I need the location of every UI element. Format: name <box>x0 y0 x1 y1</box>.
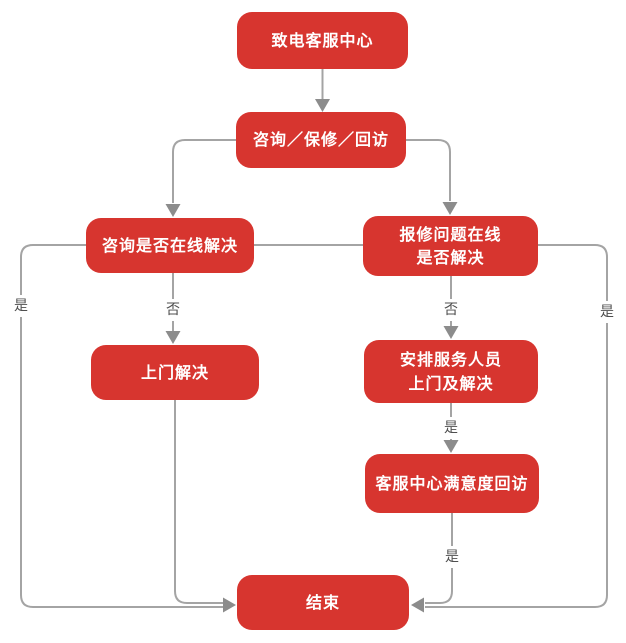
node-arrange-staff: 安排服务人员 上门及解决 <box>364 340 538 403</box>
node-call-center-label: 致电客服中心 <box>271 30 374 50</box>
arrowhead-down-onsite <box>165 331 181 344</box>
arrowhead-down-repair <box>442 202 458 215</box>
node-triage: 咨询／保修／回访 <box>236 112 406 168</box>
node-end: 结束 <box>237 575 409 630</box>
node-consult-online-label: 咨询是否在线解决 <box>101 235 238 255</box>
node-satisfaction-visit-label: 客服中心满意度回访 <box>375 473 529 493</box>
edge-repair-yes-to-end <box>425 244 608 608</box>
edge-label-yes-far-left: 是 <box>13 295 29 317</box>
edge-consult-yes-to-end <box>20 244 224 608</box>
arrowhead-right-end <box>223 597 236 613</box>
node-repair-online-label-line1: 报修问题在线 <box>399 224 502 244</box>
edge-triage-to-consult <box>172 139 236 203</box>
edge-label-yes-bottom-right: 是 <box>444 546 460 568</box>
node-arrange-staff-label-line1: 安排服务人员 <box>399 350 502 370</box>
edge-label-yes-mid-right: 是 <box>443 417 459 439</box>
node-arrange-staff-label-line2: 上门及解决 <box>408 373 494 393</box>
arrowhead-down-consult <box>165 204 181 217</box>
arrowhead-down-satisfaction <box>443 440 459 453</box>
node-onsite-resolve: 上门解决 <box>91 345 259 400</box>
edge-triage-to-repair <box>406 139 451 201</box>
edge-label-no-left-column: 否 <box>165 299 181 321</box>
node-repair-online: 报修问题在线 是否解决 <box>363 216 538 276</box>
arrowhead-down-arrange <box>443 326 459 339</box>
node-repair-online-label-line2: 是否解决 <box>416 248 485 267</box>
node-call-center: 致电客服中心 <box>237 12 408 69</box>
edge-label-no-right-column: 否 <box>443 299 459 321</box>
node-onsite-resolve-label: 上门解决 <box>140 362 209 382</box>
node-satisfaction-visit: 客服中心满意度回访 <box>365 454 539 513</box>
edge-satisfaction-yes-to-end <box>425 513 453 604</box>
edge-onsite-to-end <box>174 400 224 604</box>
arrowhead-left-end <box>411 597 424 613</box>
node-end-label: 结束 <box>305 592 340 612</box>
node-triage-label: 咨询／保修／回访 <box>252 130 389 150</box>
edge-label-yes-far-right: 是 <box>599 301 615 323</box>
arrowhead-down-triage <box>315 99 330 112</box>
node-consult-online: 咨询是否在线解决 <box>86 218 254 273</box>
